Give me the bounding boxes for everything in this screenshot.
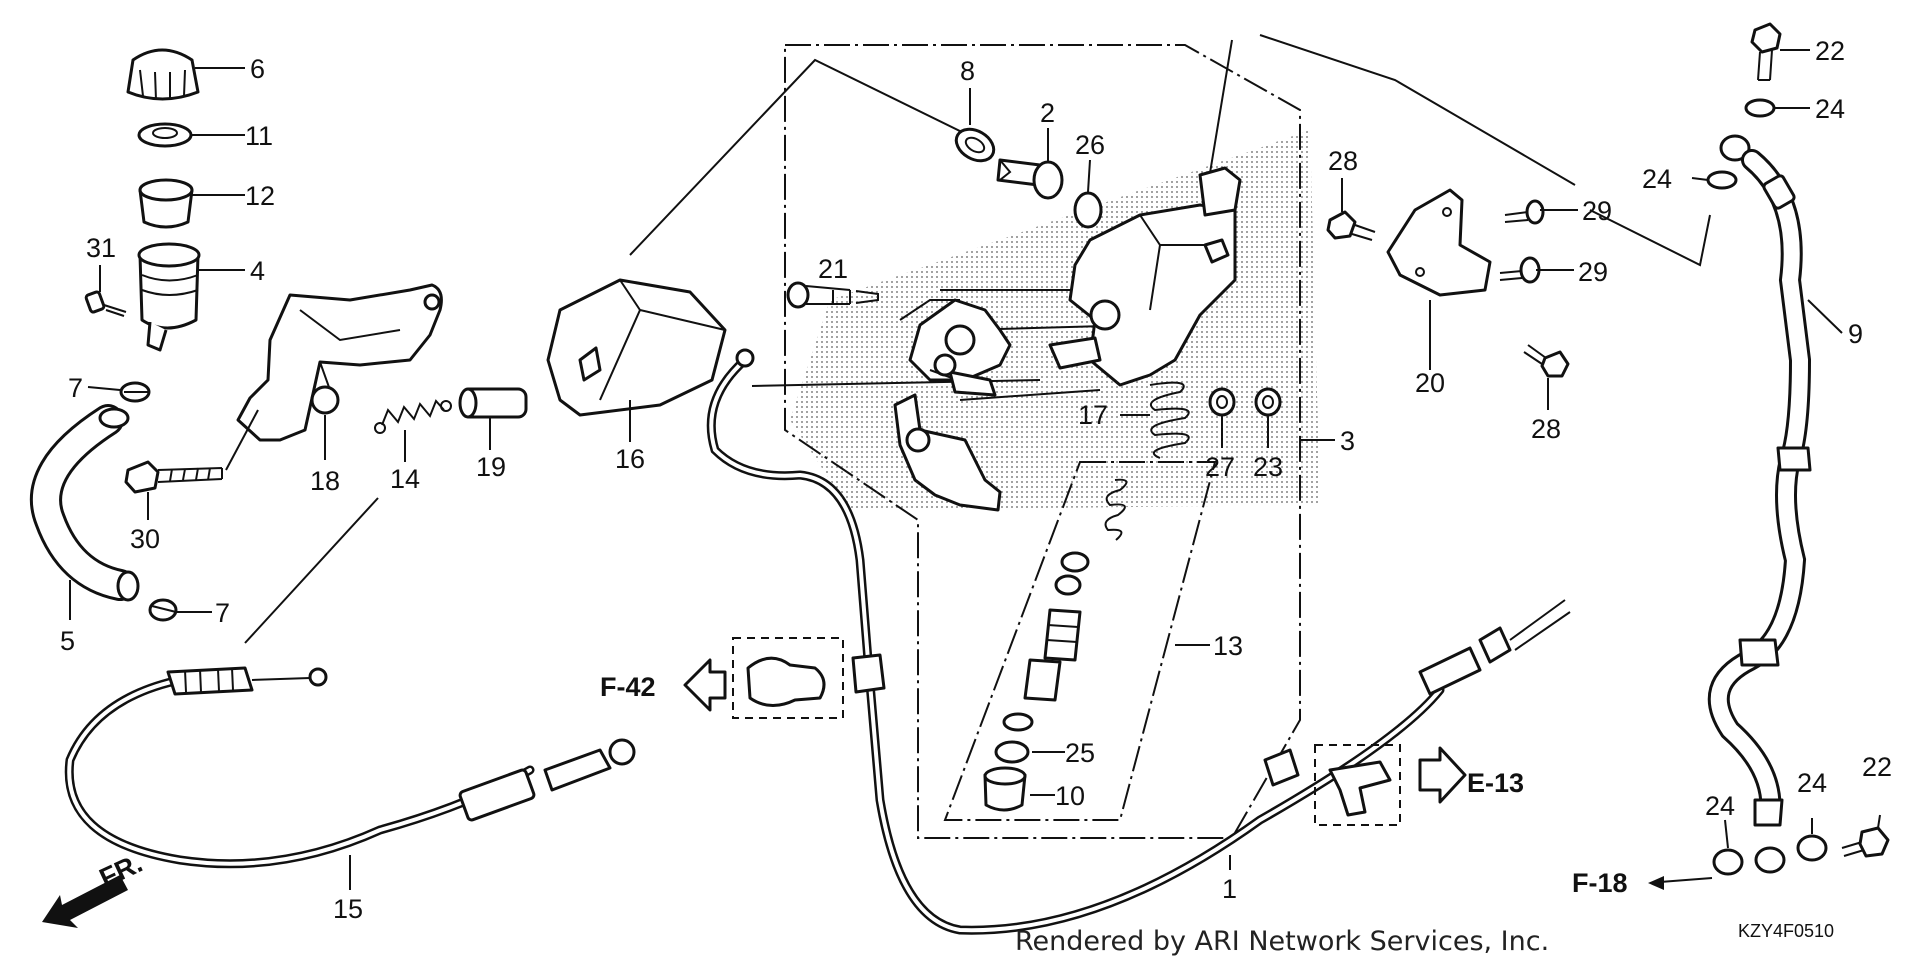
callout-leaders [69,49,1881,890]
callout-3: 3 [1340,426,1355,456]
frame-upper [784,44,1301,839]
spring-17[interactable] [1149,381,1190,459]
callout-29b: 29 [1578,257,1608,287]
ref-f18[interactable]: F-18 [1572,868,1628,898]
callout-14: 14 [390,464,420,494]
lever-assembly[interactable] [899,298,1012,397]
spring-14[interactable] [374,399,452,434]
callout-30: 30 [130,524,160,554]
callout-25: 25 [1065,738,1095,768]
bolt-30[interactable] [124,460,223,494]
callout-28a: 28 [1328,146,1358,176]
ref-e13[interactable]: E-13 [1467,768,1524,798]
callout-6: 6 [250,54,265,84]
diaphragm-12[interactable] [138,178,194,229]
callout-21: 21 [818,254,848,284]
callout-20: 20 [1415,368,1445,398]
credit-text: Rendered by ARI Network Services, Inc. [1015,926,1549,957]
ref-arrow-e13[interactable] [1418,746,1467,804]
clip-7-lower[interactable] [148,598,178,622]
bracket-20[interactable] [1386,188,1492,297]
lever-plate[interactable] [893,393,1002,512]
callout-7a: 7 [68,373,83,403]
ref-arrow-f18[interactable] [1648,876,1713,890]
callout-27: 27 [1205,452,1235,482]
callout-9: 9 [1848,319,1863,349]
cover-16[interactable] [546,278,727,417]
bolt-29-upper[interactable] [1504,199,1545,225]
bolt-31[interactable] [84,290,127,317]
callout-26: 26 [1075,130,1105,160]
clip-7-upper[interactable] [119,381,151,403]
piston-kit-13[interactable] [983,478,1128,812]
bolt-22-top[interactable] [1750,22,1782,81]
clamp-box-e13 [1314,744,1401,826]
callout-24c: 24 [1705,791,1735,821]
nut-23[interactable] [1254,387,1282,417]
clamp-box-f42 [732,637,844,719]
leader-lines [225,34,1711,644]
callout-31: 31 [86,233,116,263]
callout-5: 5 [60,626,75,656]
callout-10: 10 [1055,781,1085,811]
callout-19: 19 [476,452,506,482]
diagram-code: KZY4F0510 [1738,921,1834,941]
washer-24-bottom-left[interactable] [1712,848,1744,876]
callout-18: 18 [310,466,340,496]
callout-22b: 22 [1862,752,1892,782]
callout-12: 12 [245,181,275,211]
callout-7b: 7 [215,598,230,628]
hose-5[interactable] [30,404,140,602]
callout-17: 17 [1078,400,1108,430]
callout-23: 23 [1253,452,1283,482]
callout-2: 2 [1040,98,1055,128]
o-ring-26[interactable] [1073,191,1103,229]
pivot-2[interactable] [996,158,1064,200]
callout-numbers: 6 11 12 4 31 7 5 7 30 18 14 19 16 8 2 26… [60,36,1892,924]
nut-27[interactable] [1208,387,1236,417]
callout-11: 11 [245,121,273,151]
hose-9[interactable] [1707,134,1812,874]
callout-4: 4 [250,256,265,286]
ref-f42[interactable]: F-42 [600,672,656,702]
circlip-8[interactable] [951,123,1000,167]
bolt-28-lower[interactable] [1523,344,1570,378]
cable-1[interactable] [706,348,1571,935]
washer-24-mid[interactable] [1706,170,1738,190]
callout-28b: 28 [1531,414,1561,444]
diaphragm-plate-11[interactable] [137,122,193,148]
bolt-29-lower[interactable] [1499,256,1541,284]
callout-24d: 24 [1797,768,1827,798]
washer-24-top[interactable] [1744,98,1776,118]
callout-24b: 24 [1642,164,1672,194]
bracket-18[interactable] [236,283,443,442]
bolt-21[interactable] [786,281,879,309]
ref-arrow-f42[interactable] [683,658,727,712]
front-arrow-icon [42,875,128,928]
reservoir-4[interactable] [137,242,201,352]
callout-1: 1 [1222,874,1237,904]
bolt-22-bottom[interactable] [1841,826,1890,858]
washer-24-bottom-right[interactable] [1796,834,1828,862]
bolt-28-upper[interactable] [1326,210,1376,241]
callout-16: 16 [615,444,645,474]
cable-15[interactable] [64,666,636,869]
callout-13: 13 [1213,631,1243,661]
callout-24a: 24 [1815,94,1845,124]
callout-22a: 22 [1815,36,1845,66]
frame-inner-13 [943,461,1217,821]
callout-15: 15 [333,894,363,924]
collar-19[interactable] [458,387,528,419]
reservoir-cap-6[interactable] [126,48,200,101]
housing-3[interactable] [1048,166,1242,387]
callout-29a: 29 [1582,196,1612,226]
callout-8: 8 [960,56,975,86]
